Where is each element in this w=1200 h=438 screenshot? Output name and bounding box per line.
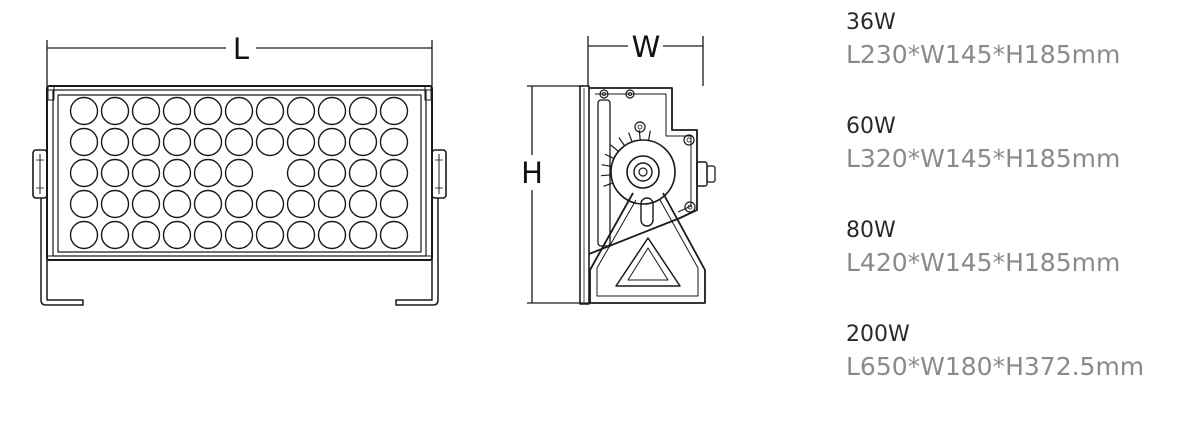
led-lens [317, 189, 347, 219]
spec-item-36w: 36W L230*W145*H185mm [846, 8, 1186, 72]
led-lens [162, 220, 192, 250]
led-lens [69, 158, 99, 188]
led-lens [131, 96, 161, 126]
led-lens [348, 220, 378, 250]
led-lens [379, 158, 409, 188]
led-lens [162, 189, 192, 219]
led-lens [348, 158, 378, 188]
led-lens [379, 220, 409, 250]
led-lens [224, 220, 254, 250]
led-lens [131, 220, 161, 250]
led-lens [379, 189, 409, 219]
led-lens [348, 96, 378, 126]
led-lens [286, 158, 316, 188]
led-lens-grid [69, 96, 409, 250]
led-lens [100, 189, 130, 219]
led-lens [162, 127, 192, 157]
led-lens [162, 158, 192, 188]
power-rating: 200W [846, 322, 910, 347]
led-lens [69, 127, 99, 157]
led-lens [255, 220, 285, 250]
tilt-angle-scale [601, 130, 651, 187]
led-lens [348, 189, 378, 219]
height-dimension-label: H [521, 156, 543, 190]
model-specifications: 36W L230*W145*H185mm 60W L320*W145*H185m… [846, 8, 1186, 384]
led-lens [193, 220, 223, 250]
dimensions-text: L650*W180*H372.5mm [846, 352, 1145, 381]
led-lens [193, 127, 223, 157]
led-lens [286, 189, 316, 219]
led-lens [193, 158, 223, 188]
power-rating: 60W [846, 114, 896, 139]
tilt-scale-tick [647, 130, 651, 141]
led-lens [286, 96, 316, 126]
led-lens [224, 96, 254, 126]
led-lens [317, 127, 347, 157]
dimensions-text: L320*W145*H185mm [846, 144, 1121, 173]
led-lens [193, 189, 223, 219]
led-lens [224, 127, 254, 157]
tilt-scale-tick [628, 132, 633, 143]
tilt-scale-tick [601, 164, 612, 168]
led-lens [100, 220, 130, 250]
led-lens [69, 96, 99, 126]
spec-item-80w: 80W L420*W145*H185mm [846, 216, 1186, 280]
led-lens [379, 127, 409, 157]
side-view: W H [521, 30, 716, 305]
led-lens [255, 189, 285, 219]
width-dimension-label: W [632, 30, 661, 64]
tilt-scale-tick [603, 182, 614, 187]
led-lens [131, 127, 161, 157]
led-lens [69, 220, 99, 250]
led-lens [286, 220, 316, 250]
tilt-scale-tick [618, 137, 626, 147]
dimensions-text: L420*W145*H185mm [846, 248, 1121, 277]
led-lens [348, 127, 378, 157]
power-rating: 80W [846, 218, 896, 243]
led-lens [317, 96, 347, 126]
led-lens [131, 189, 161, 219]
led-lens [100, 127, 130, 157]
tilt-scale-tick [610, 144, 619, 152]
technical-drawing: L W H [32, 30, 716, 306]
led-lens [286, 127, 316, 157]
led-lens [379, 96, 409, 126]
spec-item-200w: 200W L650*W180*H372.5mm [846, 320, 1186, 384]
tilt-scale-tick [604, 153, 615, 160]
tilt-scale-tick [601, 174, 612, 177]
led-lens [224, 189, 254, 219]
led-lens [100, 158, 130, 188]
led-lens [224, 158, 254, 188]
led-lens [162, 96, 192, 126]
dimensions-text: L230*W145*H185mm [846, 40, 1121, 69]
led-lens [193, 96, 223, 126]
led-lens [100, 96, 130, 126]
led-lens [255, 96, 285, 126]
power-rating: 36W [846, 10, 896, 35]
led-lens [131, 158, 161, 188]
led-lens [317, 220, 347, 250]
length-dimension-label: L [233, 32, 249, 66]
tilt-scale-tick [638, 130, 641, 141]
front-view: L [32, 32, 447, 306]
led-lens [317, 158, 347, 188]
led-lens [69, 189, 99, 219]
led-lens [255, 127, 285, 157]
spec-item-60w: 60W L320*W145*H185mm [846, 112, 1186, 176]
